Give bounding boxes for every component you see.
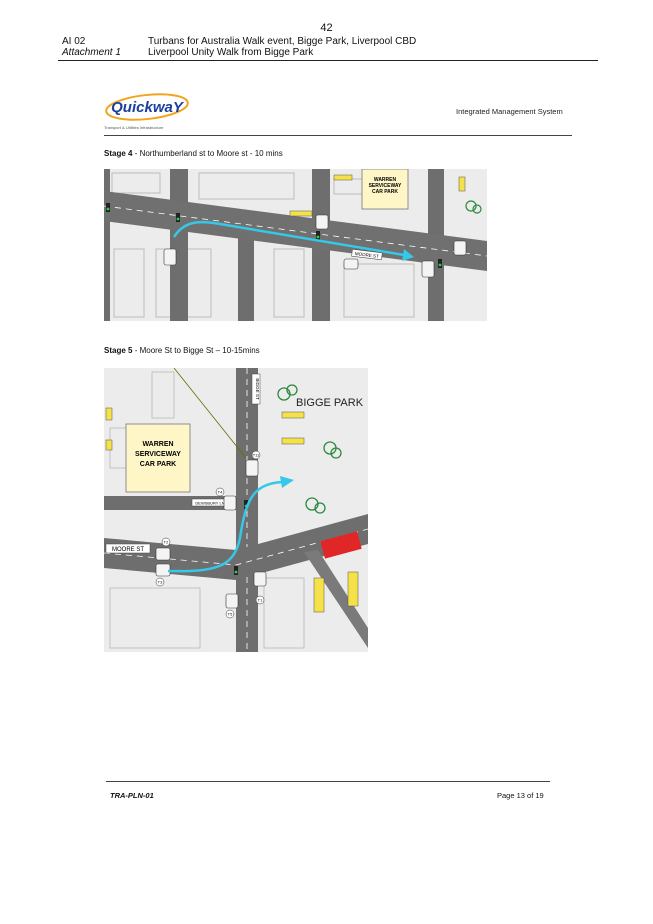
page-number: 42 (320, 22, 333, 34)
street-dewsbury: DEWSBURY LN (195, 501, 224, 506)
stage5-heading: Stage 5 - Moore St to Bigge St – 10-15mi… (104, 346, 260, 355)
signal-label: T4 (218, 490, 223, 495)
sign (458, 176, 466, 192)
park-label: BIGGE PARK (296, 397, 364, 409)
stage4-prefix: Stage 4 (104, 149, 133, 158)
sign (289, 210, 313, 217)
logo-text: QuickwaY (111, 99, 185, 116)
management-system-label: Integrated Management System (456, 107, 563, 116)
street-moore: MOORE ST (112, 547, 144, 553)
header-rule (58, 60, 598, 61)
walk-route (167, 480, 283, 573)
stage5-carpark-line3: CAR PARK (140, 461, 176, 468)
stage5-carpark-line2: SERVICEWAY (135, 451, 181, 458)
stage5-carpark-line1: WARREN (142, 441, 173, 448)
road-closure-block (320, 531, 362, 559)
brand-rule (104, 135, 572, 136)
stage5-text: - Moore St to Bigge St – 10-15mins (132, 346, 260, 355)
stage4-heading: Stage 4 - Northumberland st to Moore st … (104, 149, 283, 158)
sign (333, 174, 353, 181)
stage4-carpark-line2: SERVICEWAY (369, 183, 402, 189)
stage5-prefix: Stage 5 (104, 346, 133, 355)
agenda-item-ref: AI 02 (62, 36, 86, 47)
header-title-line1: Turbans for Australia Walk event, Bigge … (148, 36, 417, 47)
logo-tagline: Transport & Utilities Infrastructure (104, 125, 164, 130)
signal-label: T1 (258, 598, 263, 603)
quickway-logo: QuickwaY (105, 93, 189, 121)
header-title-line2: Liverpool Unity Walk from Bigge Park (148, 47, 314, 58)
signal-label: T11 (253, 453, 260, 458)
signal-label: T5 (228, 612, 233, 617)
stage4-street-label: MOORE ST (355, 251, 380, 259)
route-arrow (280, 476, 294, 488)
stage5-map: WARREN SERVICEWAY CAR PARK BIGGE PARK MO… (104, 368, 368, 652)
stage4-map: WARREN SERVICEWAY CAR PARK MOORE ST (104, 169, 487, 321)
signal-label: T3 (158, 580, 163, 585)
doc-code: TRA-PLN-01 (110, 791, 154, 800)
walk-route (172, 220, 405, 257)
tree-icon (277, 384, 342, 514)
signal-label: T2 (164, 540, 169, 545)
traffic-signal-icon (106, 203, 442, 268)
stage4-text: - Northumberland st to Moore st - 10 min… (132, 149, 283, 158)
tree-icon (465, 200, 482, 214)
street-bigge: BIGGE ST (255, 378, 260, 400)
attachment-label: Attachment 1 (62, 47, 121, 58)
stage4-carpark-line1: WARREN (374, 177, 397, 183)
page-indicator: Page 13 of 19 (497, 791, 544, 800)
route-arrow (402, 249, 414, 261)
stage4-carpark-line3: CAR PARK (372, 189, 398, 195)
footer-rule (106, 781, 550, 782)
